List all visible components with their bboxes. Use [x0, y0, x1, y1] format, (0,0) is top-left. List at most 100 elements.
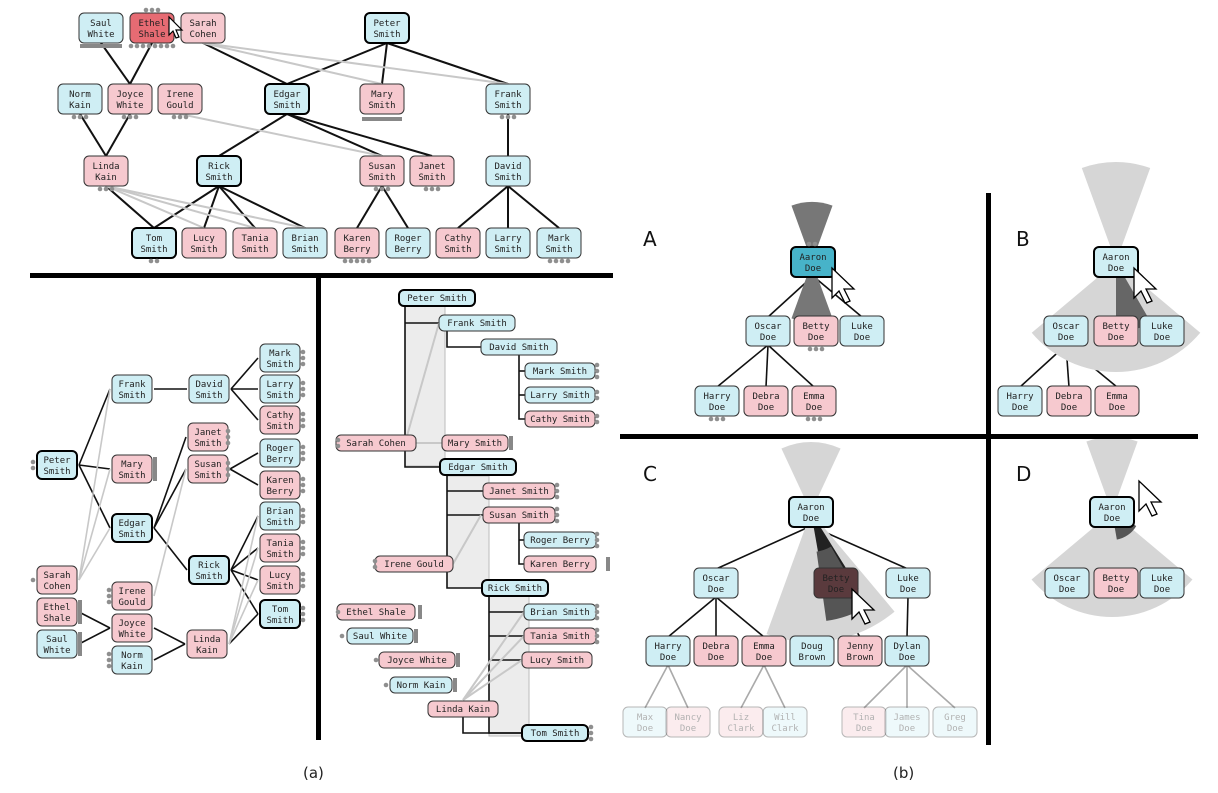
node-karen[interactable]: Karen Berry [523, 555, 597, 573]
node-edgar[interactable]: Edgar Smith [439, 458, 517, 476]
node-joyce[interactable]: Joyce White [378, 651, 456, 669]
node-cathy[interactable]: Cathy Smith [524, 410, 596, 428]
node-david[interactable]: David Smith [480, 338, 558, 356]
node-tom[interactable]: Tom Smith [521, 724, 589, 742]
node-saul[interactable]: Saul White [346, 627, 414, 645]
node-linda[interactable]: Linda Kain [427, 700, 499, 718]
node-mark[interactable]: Mark Smith [524, 362, 596, 380]
node-larry[interactable]: Larry Smith [524, 386, 596, 404]
node-roger[interactable]: Roger Berry [523, 531, 597, 549]
node-mary[interactable]: Mary Smith [441, 434, 509, 452]
node-peter[interactable]: Peter Smith [398, 289, 476, 307]
node-sarah[interactable]: Sarah Cohen [335, 434, 417, 452]
node-frank[interactable]: Frank Smith [438, 314, 516, 332]
node-tania[interactable]: Tania Smith [523, 627, 597, 645]
node-janet[interactable]: Janet Smith [482, 482, 556, 500]
node-ethel[interactable]: Ethel Shale [336, 603, 416, 621]
node-brian[interactable]: Brian Smith [523, 603, 597, 621]
node-irene[interactable]: Irene Gould [374, 555, 454, 573]
node-norm[interactable]: Norm Kain [389, 676, 453, 694]
node-lucy[interactable]: Lucy Smith [521, 651, 593, 669]
node-rick[interactable]: Rick Smith [481, 579, 549, 597]
